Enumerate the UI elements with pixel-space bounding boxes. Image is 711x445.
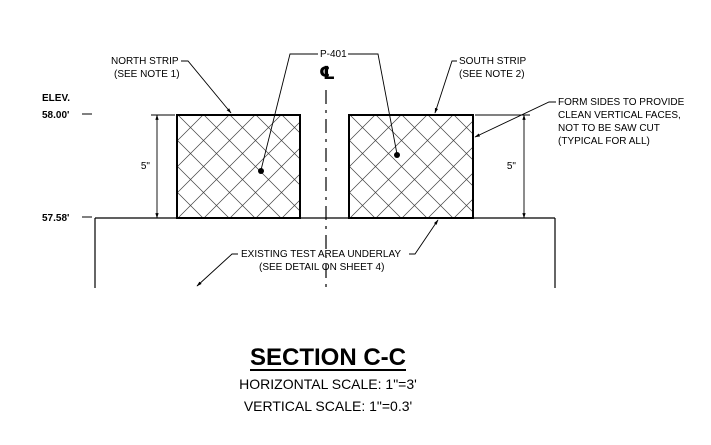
horizontal-scale: HORIZONTAL SCALE: 1"=3'	[239, 376, 417, 392]
north-strip-label: NORTH STRIP	[111, 56, 179, 67]
elev-top: 58.00'	[42, 110, 69, 121]
south-dimension-text: 5"	[507, 161, 517, 172]
underlay-label: EXISTING TEST AREA UNDERLAY	[241, 249, 401, 260]
p401-leader-north	[260, 53, 318, 171]
north-strip	[176, 114, 301, 219]
section-title: SECTION C-C	[250, 344, 406, 371]
south-strip-note: (SEE NOTE 2)	[459, 69, 525, 80]
form-note-line-1: FORM SIDES TO PROVIDE	[558, 97, 685, 108]
vertical-scale: VERTICAL SCALE: 1"=0.3'	[243, 398, 413, 414]
elev-label: ELEV.	[42, 93, 70, 104]
p401-leader-south	[348, 53, 398, 155]
underlay-leader-right	[409, 219, 439, 255]
south-strip	[348, 114, 474, 219]
underlay-leader-left	[196, 253, 238, 287]
north-dimension	[151, 114, 175, 219]
south-strip-label: SOUTH STRIP	[459, 56, 527, 67]
underlay-note: (SEE DETAIL ON SHEET 4)	[259, 262, 384, 273]
form-note-line-3: NOT TO BE SAW CUT	[558, 123, 660, 134]
centerline-ref: P-401	[320, 49, 347, 60]
north-dimension-text: 5"	[141, 161, 151, 172]
form-note-line-2: CLEAN VERTICAL FACES,	[558, 110, 681, 121]
south-dimension	[475, 114, 530, 219]
south-strip-leader	[434, 60, 457, 114]
elev-bottom: 57.58'	[42, 213, 69, 224]
north-strip-note: (SEE NOTE 1)	[114, 69, 180, 80]
form-note-leader	[474, 101, 556, 138]
north-strip-leader	[181, 60, 232, 114]
centerline-symbol: ℄	[319, 63, 335, 83]
form-note-line-4: (TYPICAL FOR ALL)	[558, 136, 650, 147]
